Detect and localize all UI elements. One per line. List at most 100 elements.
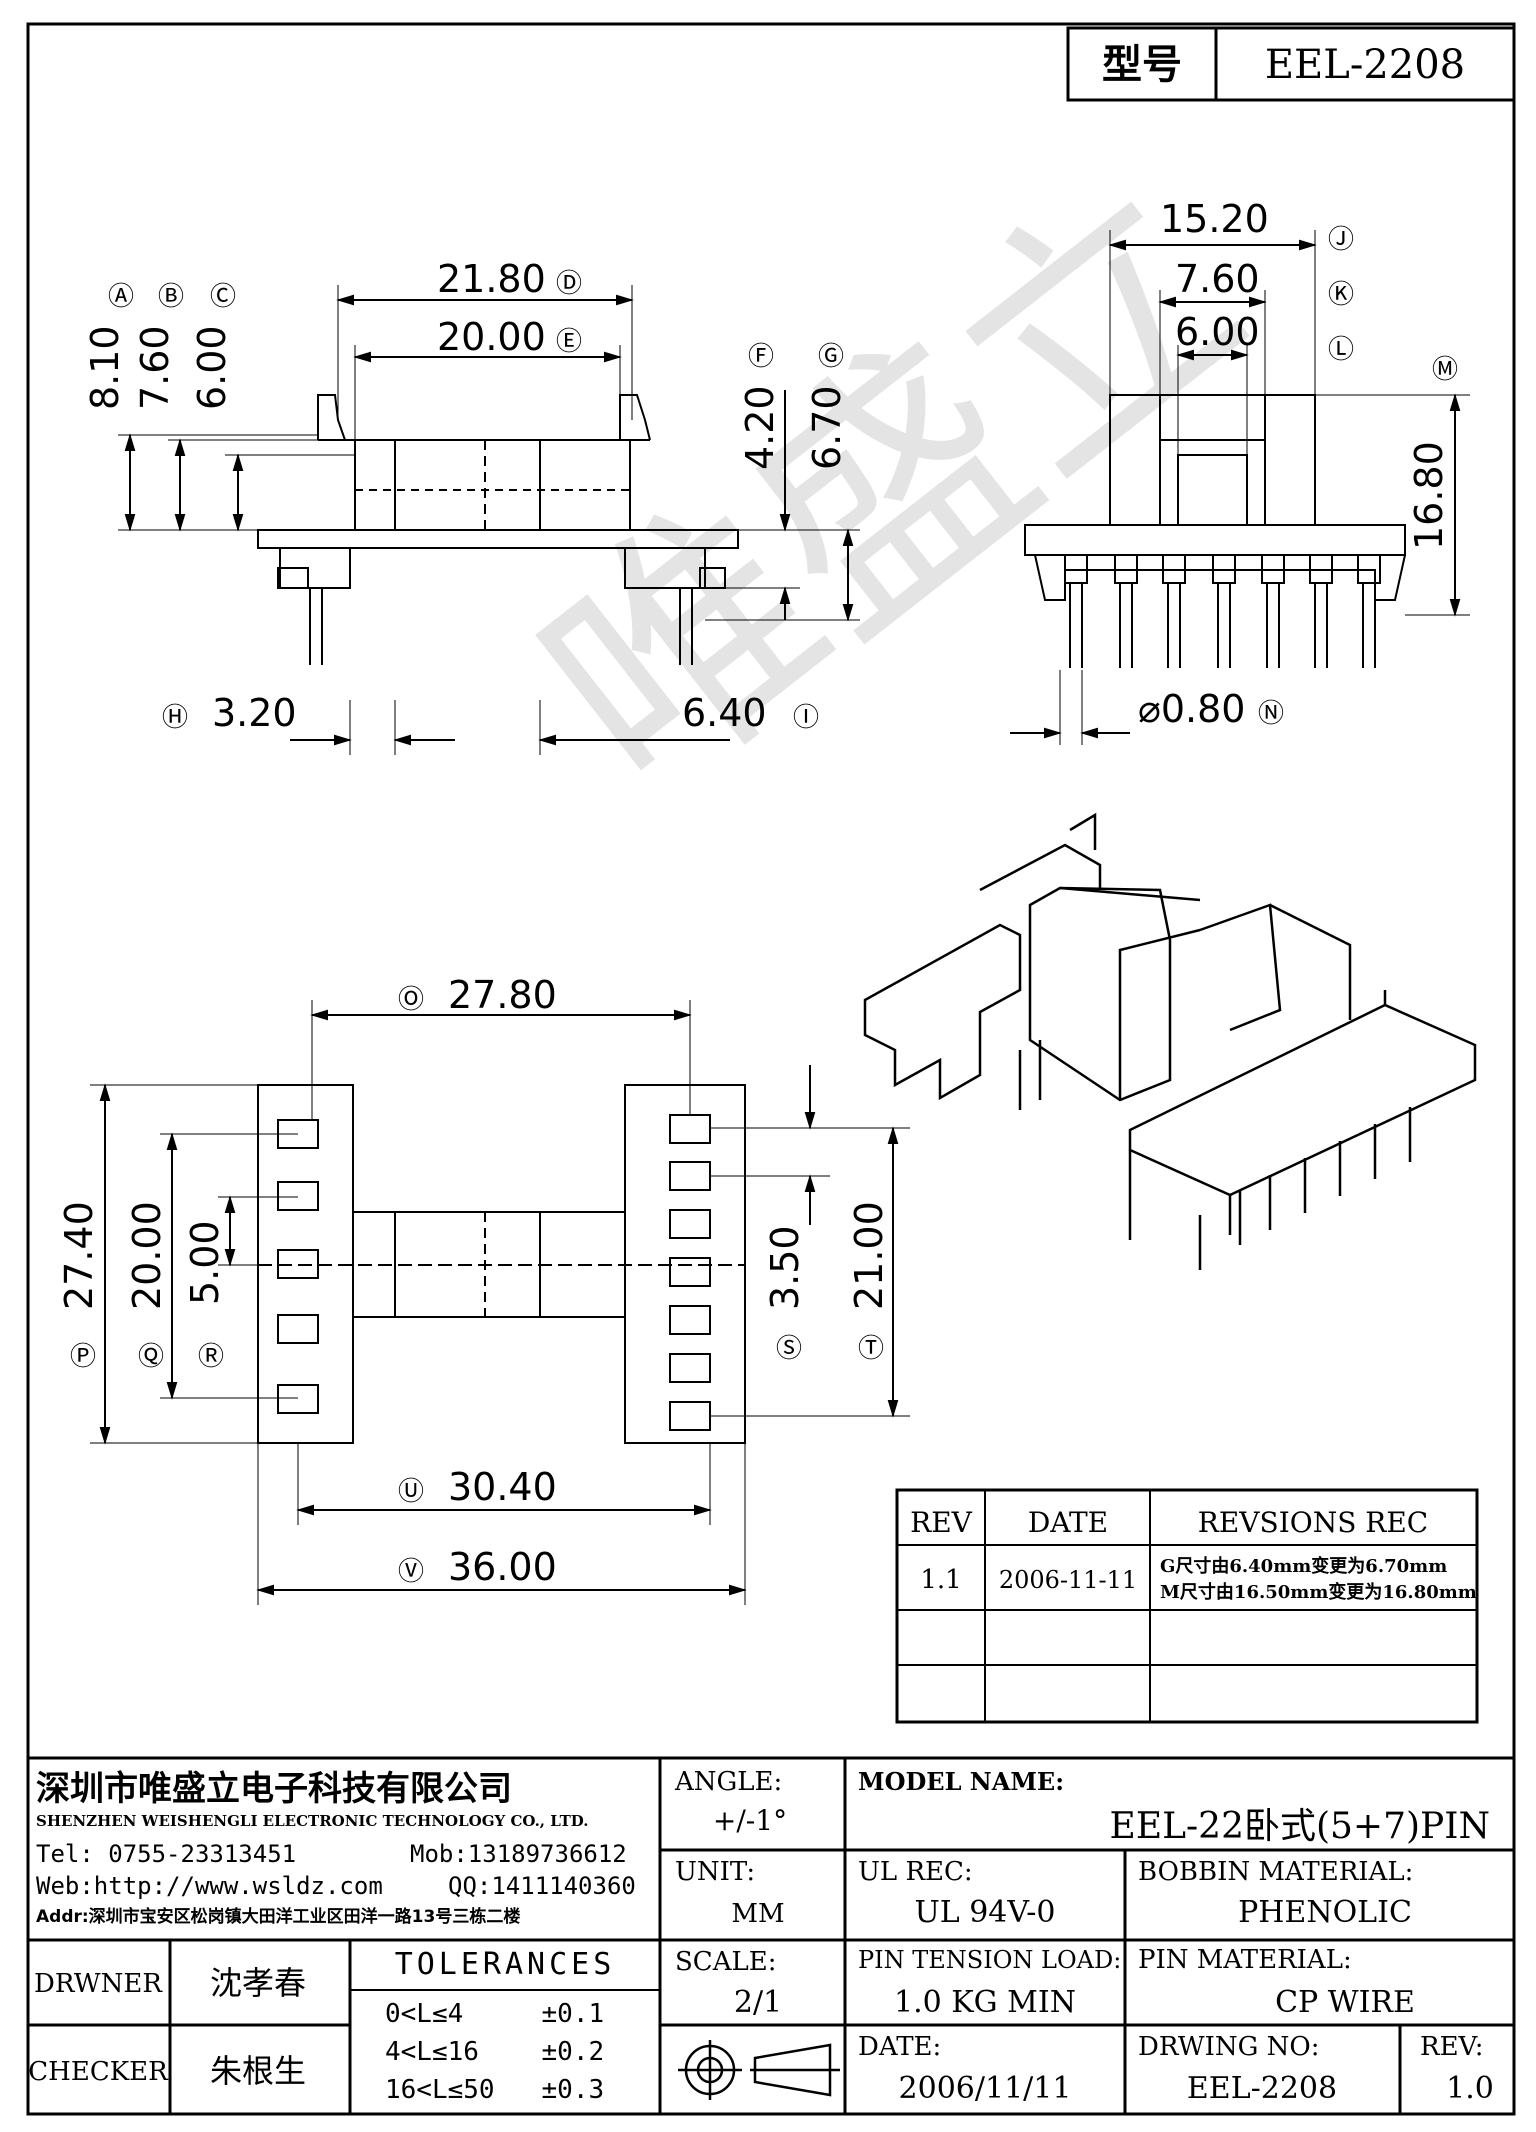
- rev-header-rev: REV: [910, 1506, 973, 1539]
- dim-D: 21.80: [437, 257, 546, 301]
- label-circle-O: Ⓞ: [398, 985, 424, 1015]
- dim-A: 8.10: [83, 325, 127, 410]
- side-view-labels: Ⓐ Ⓑ Ⓒ 8.10 7.60 6.00 21.80 Ⓓ 20.00 Ⓔ Ⓕ Ⓖ…: [83, 257, 849, 735]
- rev-row-rec1: G尺寸由6.40mm变更为6.70mm: [1160, 1555, 1447, 1577]
- pin-material-value: CP WIRE: [1275, 1985, 1415, 2020]
- label-circle-P: Ⓟ: [70, 1342, 96, 1372]
- rev-value: 1.0: [1446, 2071, 1494, 2106]
- company-mob: Mob:13189736612: [410, 1840, 627, 1868]
- rev-header-date: DATE: [1028, 1506, 1108, 1539]
- label-circle-J: Ⓙ: [1328, 225, 1354, 255]
- company-addr: Addr:深圳市宝安区松岗镇大田洋工业区田洋一路13号三栋二楼: [36, 1906, 520, 1927]
- dim-J: 15.20: [1160, 197, 1269, 241]
- drawner-value: 沈孝春: [210, 1964, 306, 2002]
- dim-V: 36.00: [448, 1545, 557, 1589]
- bobbin-value: PHENOLIC: [1238, 1895, 1412, 1930]
- dim-M: 16.80: [1407, 441, 1451, 550]
- rev-header-rec: REVSIONS REC: [1198, 1506, 1428, 1539]
- company-qq: QQ:1411140360: [448, 1872, 636, 1900]
- drawing-no-value: EEL-2208: [1187, 2071, 1337, 2106]
- scale-value: 2/1: [734, 1985, 782, 2020]
- label-circle-C: Ⓒ: [210, 282, 236, 312]
- bobbin-label: BOBBIN MATERIAL:: [1138, 1857, 1413, 1887]
- label-circle-R: Ⓡ: [198, 1342, 224, 1372]
- label-circle-L: Ⓛ: [1328, 335, 1354, 365]
- model-value: EEL-2208: [1265, 42, 1465, 88]
- dim-P: 27.40: [57, 1201, 101, 1310]
- dim-G: 6.70: [805, 385, 849, 470]
- rev-row-rev: 1.1: [920, 1565, 961, 1595]
- dim-F: 4.20: [738, 385, 782, 470]
- bottom-right-pins: [669, 1114, 711, 1431]
- side-view: [118, 285, 860, 755]
- revision-table: REV DATE REVSIONS REC 1.1 2006-11-11 G尺寸…: [895, 1488, 1479, 1724]
- label-circle-D: Ⓓ: [556, 269, 582, 299]
- rev-label: REV:: [1420, 2032, 1483, 2062]
- front-pins: [1064, 554, 1381, 668]
- model-label: 型号: [1102, 42, 1182, 88]
- dim-T: 21.00: [847, 1201, 891, 1310]
- dim-C: 6.00: [190, 325, 234, 410]
- sheet-border: [26, 22, 1516, 2116]
- dim-R: 5.00: [183, 1220, 227, 1305]
- date-label: DATE:: [858, 2032, 941, 2062]
- dim-K: 7.60: [1175, 257, 1260, 301]
- checker-value: 朱根生: [210, 2052, 306, 2090]
- pin-tension-label: PIN TENSION LOAD:: [858, 1946, 1121, 1974]
- tolerance-row-1: 0<L≤4 ±0.1: [385, 1999, 604, 2029]
- header-box: 型号 EEL-2208: [1066, 26, 1516, 102]
- label-circle-I: Ⓘ: [793, 703, 819, 733]
- projection-symbol-icon: [678, 2040, 840, 2100]
- dim-I: 6.40: [682, 691, 767, 735]
- rev-row-date: 2006-11-11: [999, 1566, 1137, 1594]
- label-circle-H: Ⓗ: [162, 703, 188, 733]
- angle-label: ANGLE:: [674, 1767, 782, 1797]
- label-circle-G: Ⓖ: [818, 342, 844, 372]
- label-circle-V: Ⓥ: [398, 1557, 424, 1587]
- unit-value: MM: [731, 1899, 784, 1929]
- bottom-left-pins: [277, 1119, 319, 1414]
- tolerance-row-3: 16<L≤50 ±0.3: [385, 2075, 604, 2105]
- front-view: [1010, 230, 1470, 745]
- ul-value: UL 94V-0: [914, 1895, 1055, 1930]
- drawner-label: DRWNER: [34, 1969, 163, 1999]
- bottom-view: [90, 1000, 910, 1605]
- dim-O: 27.80: [448, 973, 557, 1017]
- isometric-view: [863, 812, 1477, 1270]
- label-circle-M: Ⓜ: [1432, 355, 1458, 385]
- label-circle-S: Ⓢ: [776, 1334, 802, 1364]
- date-value: 2006/11/11: [899, 2071, 1072, 2106]
- dim-B: 7.60: [133, 325, 177, 410]
- dim-Q: 20.00: [125, 1201, 169, 1310]
- angle-value: +/-1°: [713, 1804, 787, 1837]
- model-name-value: EEL-22卧式(5+7)PIN: [1110, 1806, 1490, 1847]
- drawing-no-label: DRWING NO:: [1138, 2032, 1319, 2062]
- label-circle-Q: Ⓠ: [138, 1342, 164, 1372]
- label-circle-A: Ⓐ: [108, 282, 134, 312]
- front-view-labels: 15.20 Ⓙ 7.60 Ⓚ 6.00 Ⓛ Ⓜ 16.80 ⌀0.80 Ⓝ: [1138, 197, 1458, 731]
- tolerance-row-2: 4<L≤16 ±0.2: [385, 2037, 604, 2067]
- checker-label: CHECKER: [28, 2057, 169, 2087]
- label-circle-K: Ⓚ: [1328, 280, 1354, 310]
- company-name-en: SHENZHEN WEISHENGLI ELECTRONIC TECHNOLOG…: [36, 1812, 588, 1830]
- dim-H: 3.20: [212, 691, 297, 735]
- company-web: Web:http://www.wsldz.com: [36, 1872, 383, 1900]
- label-circle-U: Ⓤ: [398, 1477, 424, 1507]
- bottom-view-labels: Ⓞ 27.80 27.40 Ⓟ 20.00 Ⓠ 5.00 Ⓡ 3.50 Ⓢ 21…: [57, 973, 891, 1589]
- title-block: [28, 1756, 1514, 2114]
- title-block-text: 深圳市唯盛立电子科技有限公司 SHENZHEN WEISHENGLI ELECT…: [28, 1767, 1494, 2106]
- label-circle-N: Ⓝ: [1258, 699, 1284, 729]
- company-tel: Tel: 0755-23313451: [36, 1840, 296, 1868]
- pin-tension-value: 1.0 KG MIN: [894, 1985, 1076, 2020]
- unit-label: UNIT:: [675, 1857, 755, 1887]
- tolerances-label: TOLERANCES: [395, 1947, 616, 1982]
- ul-label: UL REC:: [858, 1857, 973, 1887]
- label-circle-E: Ⓔ: [556, 327, 582, 357]
- dim-L: 6.00: [1175, 310, 1260, 354]
- dim-U: 30.40: [448, 1465, 557, 1509]
- dim-S: 3.50: [763, 1225, 807, 1310]
- company-name-cn: 深圳市唯盛立电子科技有限公司: [36, 1769, 512, 1809]
- scale-label: SCALE:: [675, 1947, 777, 1977]
